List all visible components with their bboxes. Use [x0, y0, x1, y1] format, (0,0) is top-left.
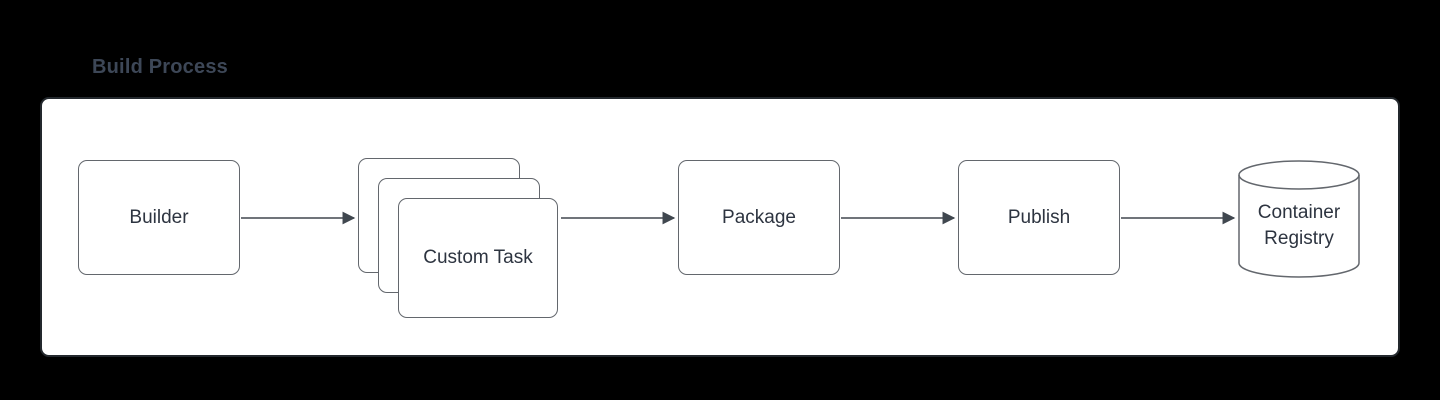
node-builder-label: Builder	[129, 206, 189, 228]
node-custom-task-label: Custom Task	[423, 247, 533, 268]
node-custom-task: Custom Task	[398, 198, 558, 318]
diagram-title: Build Process	[92, 56, 228, 78]
node-package-label: Package	[722, 206, 796, 228]
node-package: Package	[678, 160, 840, 275]
node-builder: Builder	[78, 160, 240, 275]
node-publish-label: Publish	[1007, 206, 1071, 228]
cylinder-shape	[1238, 160, 1360, 278]
node-container-registry: Container Registry	[1238, 160, 1360, 278]
node-container-registry-label: Container Registry	[1257, 202, 1341, 249]
node-publish: Publish	[958, 160, 1120, 275]
